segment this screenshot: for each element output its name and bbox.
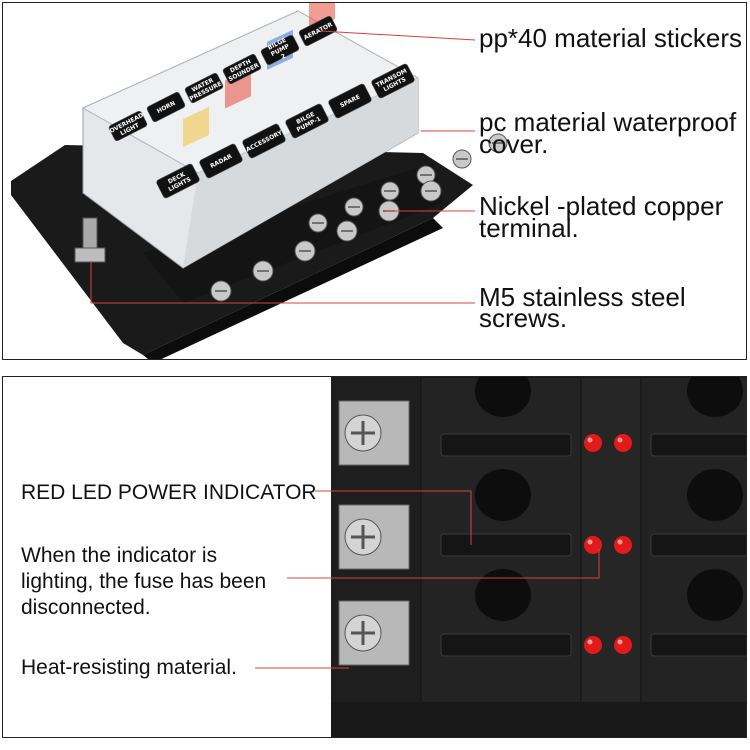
red-led-indicator [614,434,632,452]
red-led-indicator [584,434,602,452]
red-led-indicator [614,636,632,654]
bottom-detail-panel: RED LED POWER INDICATOR When the indicat… [2,376,747,738]
sticker-label: RADAR [199,143,243,179]
bottom-leader-lines [255,490,600,669]
callout-terminal-line1: Nickel -plated copper [479,191,724,221]
red-led-indicator [584,636,602,654]
callout-cover-line2: cover. [479,129,549,159]
fuse [183,106,209,148]
leader-lines [90,30,476,304]
callout-screws-line2: screws. [479,303,568,333]
callout-stickers: pp*40 material stickers [479,23,742,53]
red-led-indicator [614,536,632,554]
callout-screws-line1: M5 stainless steel [479,282,686,312]
callout-cover-line1: pc material waterproof [479,107,737,137]
callout-indicator-line2: lighting, the fuse has been [21,570,267,593]
callout-heat-resisting: Heat-resisting material. [21,656,237,679]
stud-bolt [82,217,98,253]
sticker-label: HORN [146,91,186,123]
callout-indicator-line1: When the indicator is [21,544,218,567]
fuse-block-closeup [255,377,746,737]
svg-text:2: 2 [280,53,287,61]
sticker-label: AERATOR [298,15,338,47]
callout-terminal-line2: terminal. [479,213,579,243]
fuse-block-illustration: DECKLIGHTSRADARACCESSORYBILGEPUMP-1SPARE… [11,3,508,359]
callout-led-indicator: RED LED POWER INDICATOR [21,481,317,504]
sticker-label: SPARE [328,83,372,119]
callout-indicator-line3: disconnected. [21,596,151,619]
